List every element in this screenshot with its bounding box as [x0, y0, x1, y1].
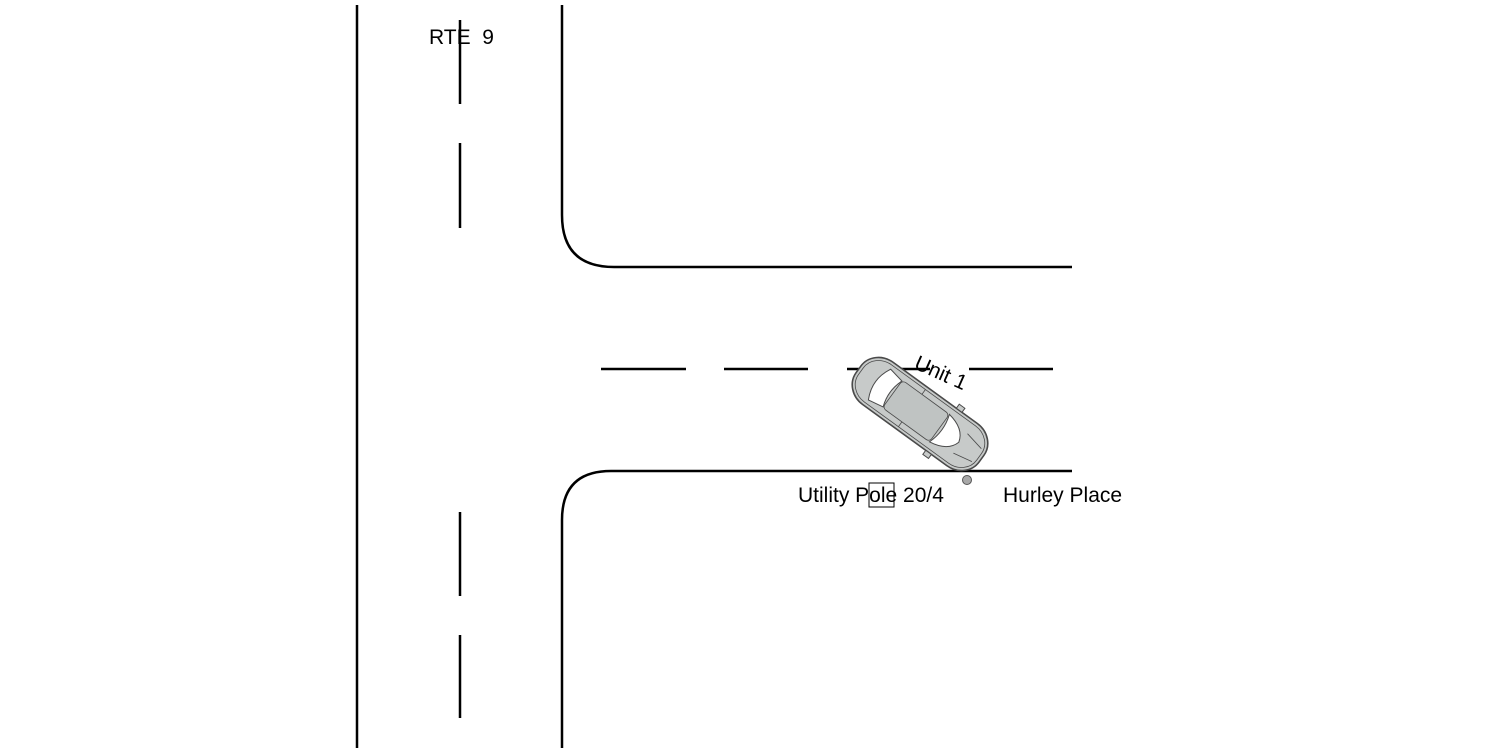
rte9-east-edge-south	[560, 469, 1072, 748]
utility-pole-icon	[962, 475, 972, 485]
street-name-label: Hurley Place	[1003, 484, 1122, 507]
text-cursor-box	[868, 482, 895, 508]
car-topview-icon	[851, 356, 989, 472]
route-label: RTE 9	[429, 26, 494, 49]
utility-pole-label: Utility Pole 20/4	[798, 484, 944, 507]
unit-1-vehicle	[851, 356, 989, 472]
rte9-east-edge-north	[560, 5, 1072, 269]
